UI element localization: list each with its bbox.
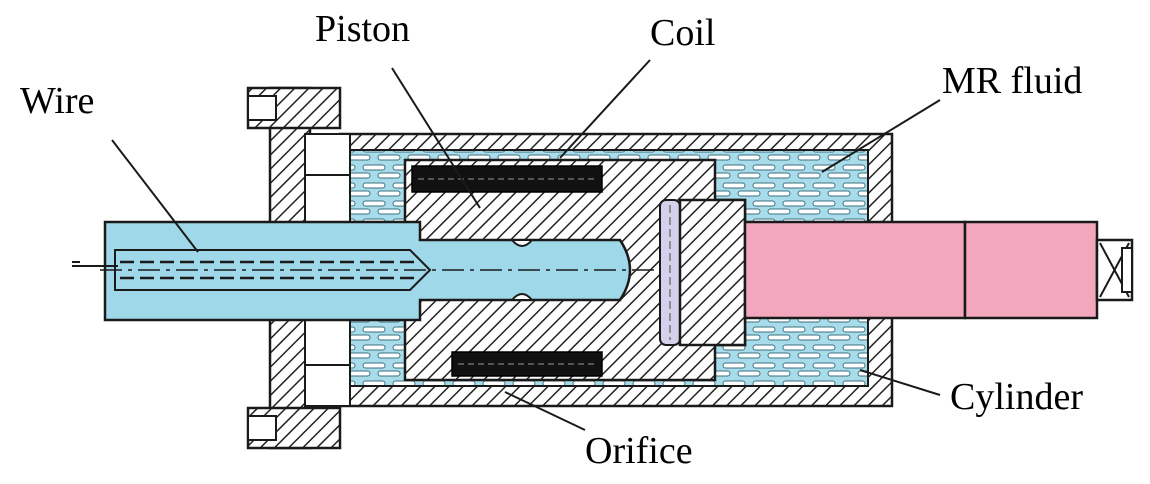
orifice-notch-bottom xyxy=(509,293,535,301)
leader-piston xyxy=(391,67,481,209)
flange-top-bolt xyxy=(247,95,277,121)
accumulator-section-2 xyxy=(963,220,1099,320)
leader-wire xyxy=(111,139,199,253)
flange-bottom-bolt xyxy=(247,415,277,441)
leader-orifice xyxy=(504,391,586,431)
label-wire: Wire xyxy=(20,80,95,122)
leader-coil xyxy=(559,59,651,159)
leader-cylinder xyxy=(859,369,941,396)
orifice-notch-top xyxy=(509,239,535,247)
floating-piston xyxy=(678,198,747,347)
coil-bottom xyxy=(451,351,603,377)
label-mr-fluid: MR fluid xyxy=(942,60,1083,102)
accumulator-section-1 xyxy=(743,220,967,320)
label-piston: Piston xyxy=(315,8,411,50)
label-orifice: Orifice xyxy=(585,430,693,472)
label-cylinder: Cylinder xyxy=(950,376,1083,418)
label-coil: Coil xyxy=(650,12,716,54)
leader-mr-fluid xyxy=(821,99,941,173)
